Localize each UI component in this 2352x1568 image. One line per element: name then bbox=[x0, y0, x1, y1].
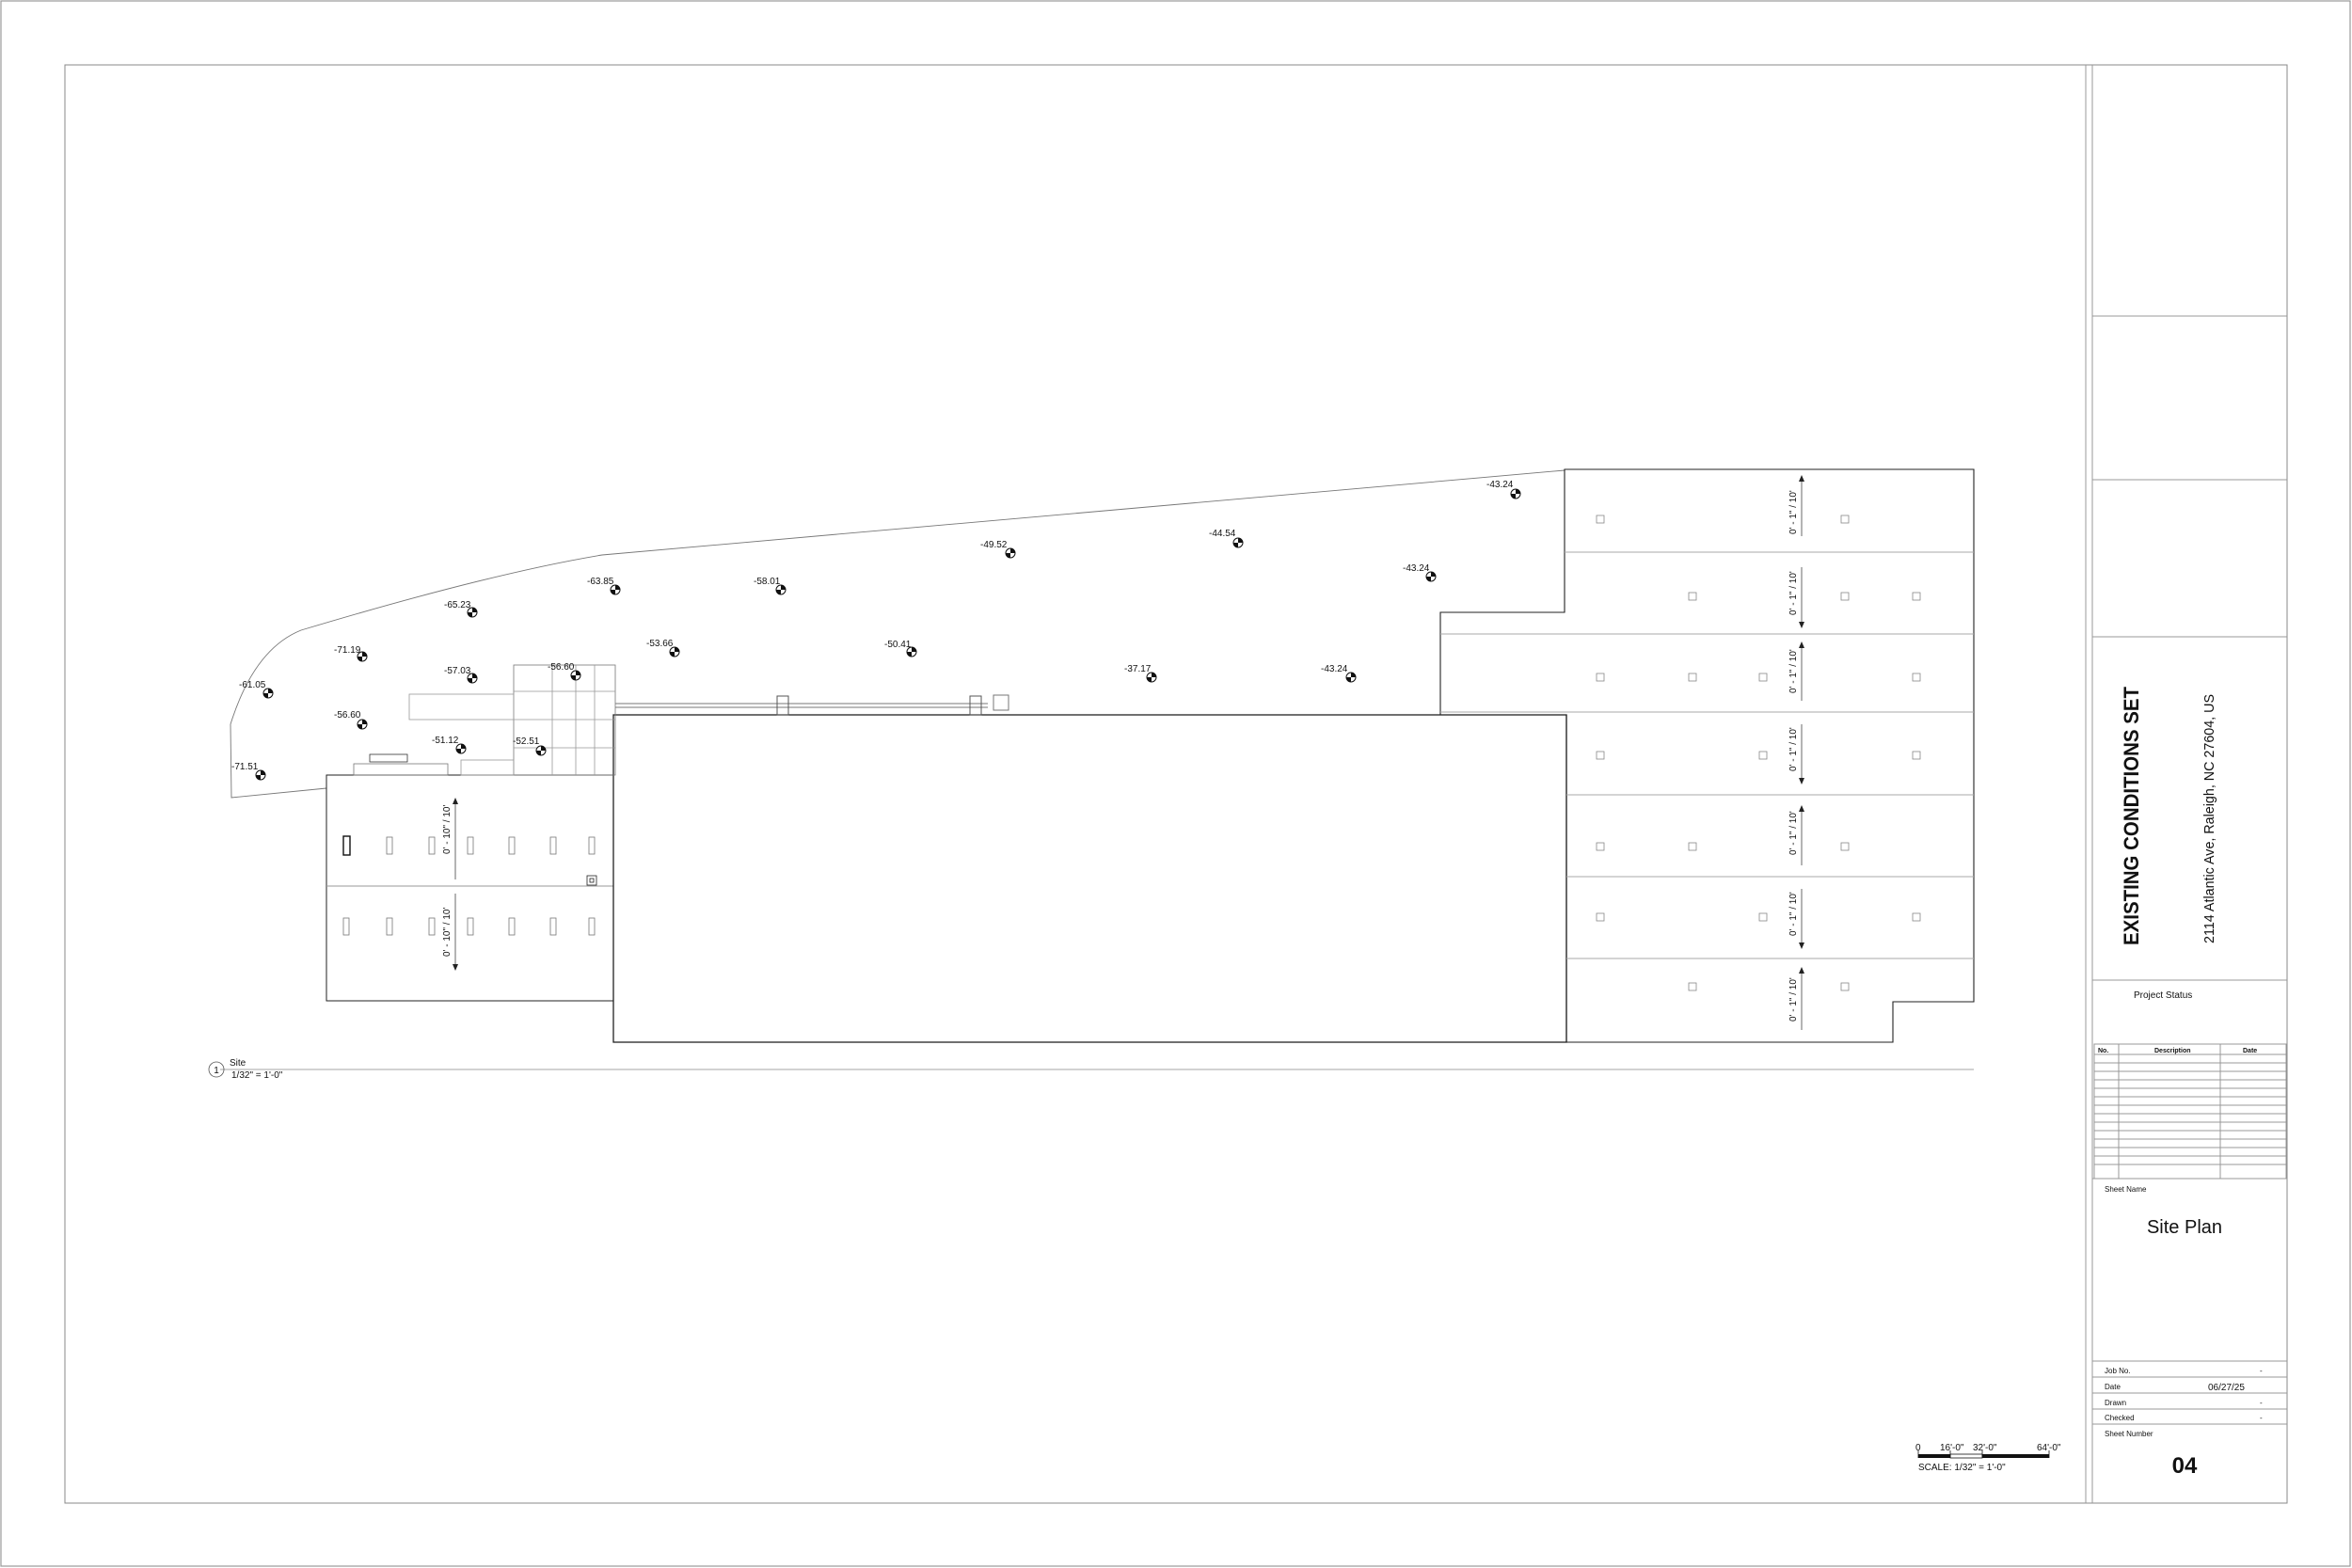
spot-elevation-label: -51.12 bbox=[432, 736, 459, 746]
spot-elevation-marker bbox=[467, 673, 478, 684]
scale-tick-16: 16'-0" bbox=[1940, 1443, 1964, 1453]
spot-elevation-marker bbox=[610, 584, 621, 595]
view-number-bubble bbox=[208, 1061, 225, 1078]
spot-elevation-label: -71.19 bbox=[334, 645, 361, 656]
spot-elevations bbox=[255, 488, 1521, 781]
spot-elevation-marker bbox=[1146, 672, 1157, 683]
sheet-number: 04 bbox=[2172, 1453, 2198, 1479]
scale-tick-32: 32'-0" bbox=[1973, 1443, 1997, 1453]
main-building bbox=[612, 714, 1567, 1043]
left-building-skylights bbox=[342, 835, 597, 936]
site-plan bbox=[208, 468, 1975, 1078]
graphic-scale-bar bbox=[1917, 1450, 2050, 1459]
checked-label: Checked bbox=[2105, 1414, 2135, 1422]
slope-label: 0' - 10" / 10' bbox=[442, 805, 453, 854]
spot-elevation-marker bbox=[1510, 488, 1521, 499]
spot-elevation-label: -43.24 bbox=[1321, 664, 1348, 674]
scale-tick-64: 64'-0" bbox=[2037, 1443, 2061, 1453]
spot-elevation-label: -43.24 bbox=[1486, 480, 1514, 490]
spot-elevation-label: -57.03 bbox=[444, 666, 471, 676]
spot-elevation-labels: -43.24 -44.54 -49.52 -43.24 -58.01 -63.8… bbox=[231, 480, 1514, 772]
slope-label: 0' - 1" / 10' bbox=[1788, 892, 1799, 936]
checked-value: - bbox=[2260, 1414, 2263, 1422]
spot-elevation-label: -49.52 bbox=[980, 540, 1008, 550]
slope-label: 0' - 10" / 10' bbox=[442, 908, 453, 957]
spot-elevation-marker bbox=[1232, 537, 1244, 548]
view-scale: 1/32" = 1'-0" bbox=[231, 1070, 283, 1081]
left-building bbox=[326, 774, 614, 1002]
drawing-frame bbox=[64, 64, 2288, 1504]
view-title: Site bbox=[230, 1058, 246, 1069]
spot-elevation-marker bbox=[535, 745, 547, 756]
set-title: EXISTING CONDITIONS SET bbox=[2120, 686, 2143, 945]
slope-label: 0' - 1" / 10' bbox=[1788, 490, 1799, 534]
spot-elevation-label: -53.66 bbox=[646, 639, 674, 649]
spot-elevation-label: -71.51 bbox=[231, 762, 259, 772]
job-no-label: Job No. bbox=[2105, 1367, 2131, 1375]
project-status-label: Project Status bbox=[2134, 990, 2192, 1001]
spot-elevation-label: -58.01 bbox=[754, 577, 781, 587]
spot-elevation-marker bbox=[906, 646, 917, 657]
spot-elevation-label: -52.51 bbox=[513, 736, 540, 747]
job-no-value: - bbox=[2260, 1367, 2263, 1375]
spot-elevation-marker bbox=[455, 743, 467, 754]
spot-elevation-label: -65.23 bbox=[444, 600, 471, 610]
view-number: 1 bbox=[214, 1066, 219, 1076]
slope-labels: 0' - 1" / 10' 0' - 1" / 10' 0' - 1" / 10… bbox=[442, 490, 1799, 1022]
title-block bbox=[2085, 65, 2287, 1503]
revision-header-date: Date bbox=[2243, 1048, 2257, 1054]
spot-elevation-label: -56.60 bbox=[334, 710, 361, 721]
spot-elevation-marker bbox=[775, 584, 787, 595]
spot-elevation-marker bbox=[570, 670, 581, 681]
spot-elevation-marker bbox=[1005, 547, 1016, 559]
date-label: Date bbox=[2105, 1383, 2121, 1391]
right-building bbox=[1439, 468, 1975, 1043]
slope-label: 0' - 1" / 10' bbox=[1788, 727, 1799, 771]
spot-elevation-label: -63.85 bbox=[587, 577, 614, 587]
spot-elevation-label: -44.54 bbox=[1209, 529, 1236, 539]
scale-caption: SCALE: 1/32" = 1'-0" bbox=[1918, 1463, 2006, 1473]
spot-elevation-marker bbox=[262, 688, 274, 699]
spot-elevation-label: -50.41 bbox=[884, 640, 912, 650]
spot-elevation-marker bbox=[1345, 672, 1357, 683]
slope-label: 0' - 1" / 10' bbox=[1788, 977, 1799, 1022]
project-address: 2114 Atlantic Ave, Raleigh, NC 27604, US bbox=[2201, 694, 2217, 943]
date-value: 06/27/25 bbox=[2208, 1383, 2245, 1393]
sheet-name-label: Sheet Name bbox=[2105, 1185, 2147, 1194]
slope-label: 0' - 1" / 10' bbox=[1788, 649, 1799, 693]
revision-header-description: Description bbox=[2154, 1048, 2191, 1054]
ramp bbox=[408, 693, 515, 721]
right-building-drains bbox=[1596, 515, 1921, 991]
drawn-value: - bbox=[2260, 1399, 2263, 1407]
spot-elevation-label: -61.05 bbox=[239, 680, 266, 690]
scale-tick-0: 0 bbox=[1915, 1443, 1921, 1453]
sheet-number-label: Sheet Number bbox=[2105, 1430, 2153, 1438]
spot-elevation-label: -37.17 bbox=[1124, 664, 1152, 674]
spot-elevation-marker bbox=[669, 646, 680, 657]
stair-structure bbox=[513, 664, 616, 776]
spot-elevation-marker bbox=[255, 769, 266, 781]
sheet-name: Site Plan bbox=[2147, 1217, 2222, 1238]
drawn-label: Drawn bbox=[2105, 1399, 2126, 1407]
spot-elevation-marker bbox=[357, 651, 368, 662]
slope-label: 0' - 1" / 10' bbox=[1788, 571, 1799, 615]
revision-header-no: No. bbox=[2098, 1048, 2108, 1054]
slope-label: 0' - 1" / 10' bbox=[1788, 811, 1799, 855]
spot-elevation-label: -56.60 bbox=[548, 662, 575, 673]
spot-elevation-marker bbox=[357, 719, 368, 730]
spot-elevation-label: -43.24 bbox=[1403, 563, 1430, 574]
spot-elevation-marker bbox=[467, 607, 478, 618]
spot-elevation-marker bbox=[1425, 571, 1437, 582]
site-boundary bbox=[230, 469, 1565, 799]
